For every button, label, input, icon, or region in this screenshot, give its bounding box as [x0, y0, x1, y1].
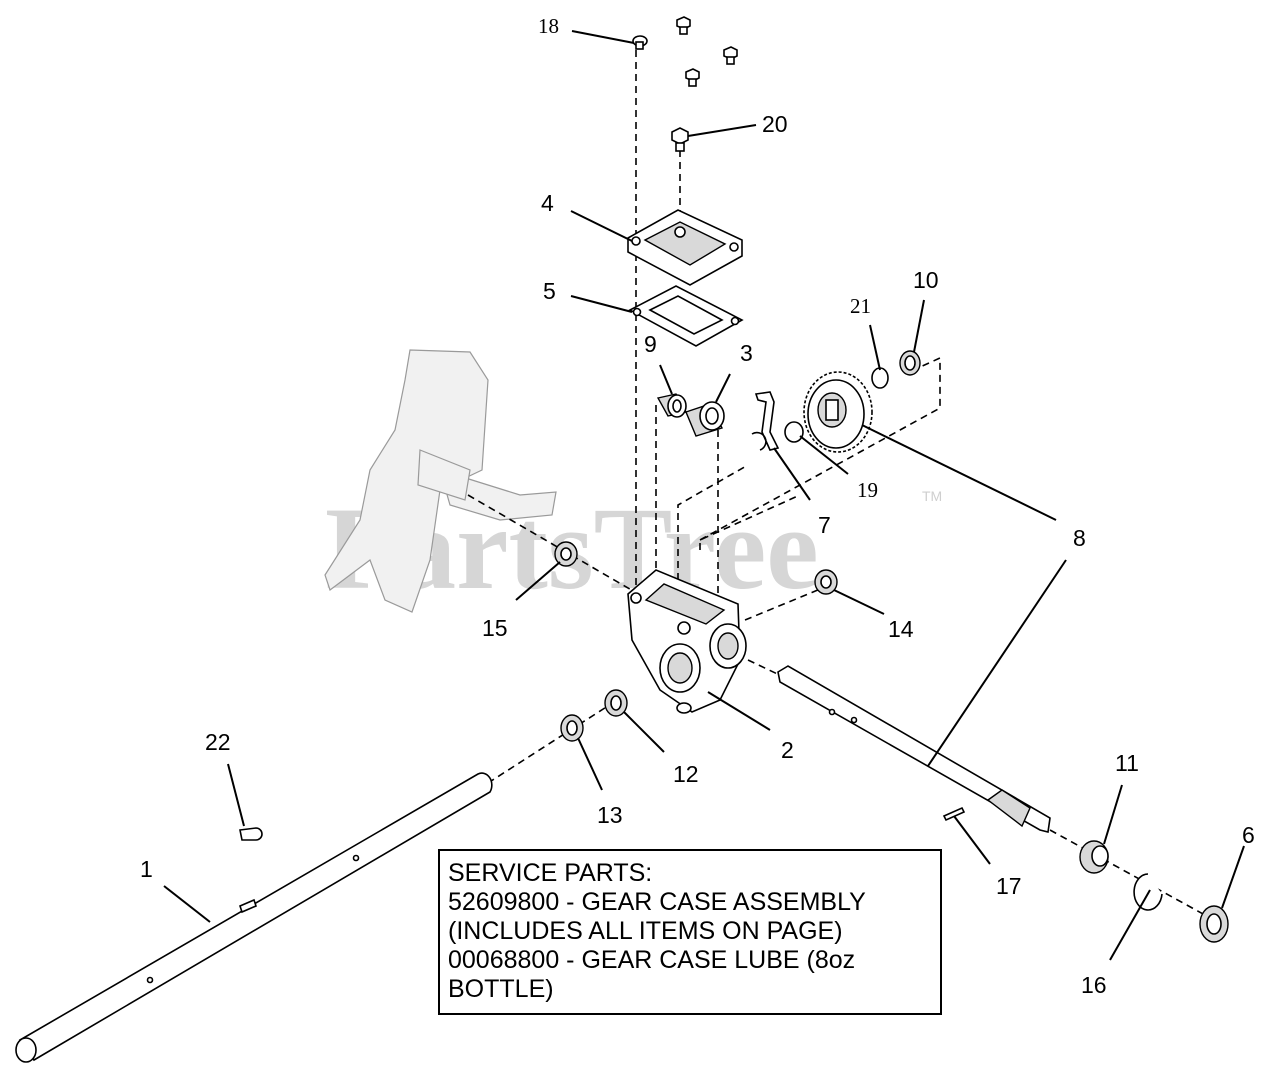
- service-parts-line: BOTTLE): [448, 975, 554, 1003]
- callout-1: 1: [140, 856, 153, 882]
- callout-9: 9: [644, 331, 657, 357]
- bearing-6: [1199, 905, 1229, 943]
- callout-13: 13: [597, 802, 623, 828]
- callout-21: 21: [850, 294, 871, 318]
- service-parts-line: 00068800 - GEAR CASE LUBE (8oz: [448, 946, 856, 974]
- callout-12: 12: [673, 761, 699, 787]
- thrust-washer-11: [1079, 840, 1109, 874]
- seal-13: [560, 714, 584, 742]
- worm-gear: [803, 371, 873, 453]
- cap-screws: [632, 16, 738, 152]
- callout-10: 10: [913, 267, 939, 293]
- screw-20: [671, 127, 689, 152]
- impeller-shaft: [15, 772, 493, 1063]
- seal-15: [554, 541, 578, 567]
- callout-15: 15: [482, 615, 508, 641]
- callout-17: 17: [996, 873, 1022, 899]
- woodruff-key: [239, 827, 263, 841]
- callout-16: 16: [1081, 972, 1107, 998]
- gear-case: [627, 569, 747, 714]
- callout-5: 5: [543, 278, 556, 304]
- spring-clip: [751, 391, 780, 451]
- roll-pin: [942, 806, 966, 822]
- callout-7: 7: [818, 512, 831, 538]
- callout-19: 19: [857, 478, 878, 502]
- screw-top-c: [685, 68, 700, 87]
- snap-ring-19: [784, 421, 804, 443]
- service-parts-line: (INCLUDES ALL ITEMS ON PAGE): [448, 917, 843, 945]
- callout-labels: 18 20 4 5 21 10 9 3 19 7 8 15 14 2 12 13…: [140, 14, 1255, 998]
- assembly-lines: [467, 50, 1206, 916]
- screw-top-a: [676, 16, 691, 35]
- bearing-10: [899, 350, 921, 376]
- seal-12: [604, 689, 628, 717]
- callout-4: 4: [541, 190, 554, 216]
- callout-18: 18: [538, 14, 559, 38]
- callout-22: 22: [205, 729, 231, 755]
- impeller-ghost: [324, 349, 557, 613]
- callout-11: 11: [1115, 750, 1139, 776]
- service-parts-box: SERVICE PARTS: 52609800 - GEAR CASE ASSE…: [438, 849, 942, 1015]
- watermark-tm: TM: [922, 488, 942, 504]
- leader-lines: [163, 30, 1245, 961]
- seal-14: [814, 569, 838, 595]
- bearing-9: [656, 393, 688, 418]
- bearing-3: [685, 401, 725, 437]
- callout-14: 14: [888, 616, 914, 642]
- gasket: [628, 285, 744, 347]
- thrust-washer-21: [871, 367, 889, 389]
- callout-8: 8: [1073, 525, 1086, 551]
- callout-6: 6: [1242, 822, 1255, 848]
- callout-20: 20: [762, 111, 788, 137]
- worm-shaft: [777, 665, 1051, 833]
- callout-2: 2: [781, 737, 794, 763]
- service-parts-heading: SERVICE PARTS:: [448, 859, 653, 887]
- callout-3: 3: [740, 340, 753, 366]
- gear-case-cover: [627, 209, 743, 286]
- service-parts-line: 52609800 - GEAR CASE ASSEMBLY: [448, 888, 866, 916]
- screw-top-b: [723, 46, 738, 65]
- screw-18: [632, 35, 648, 50]
